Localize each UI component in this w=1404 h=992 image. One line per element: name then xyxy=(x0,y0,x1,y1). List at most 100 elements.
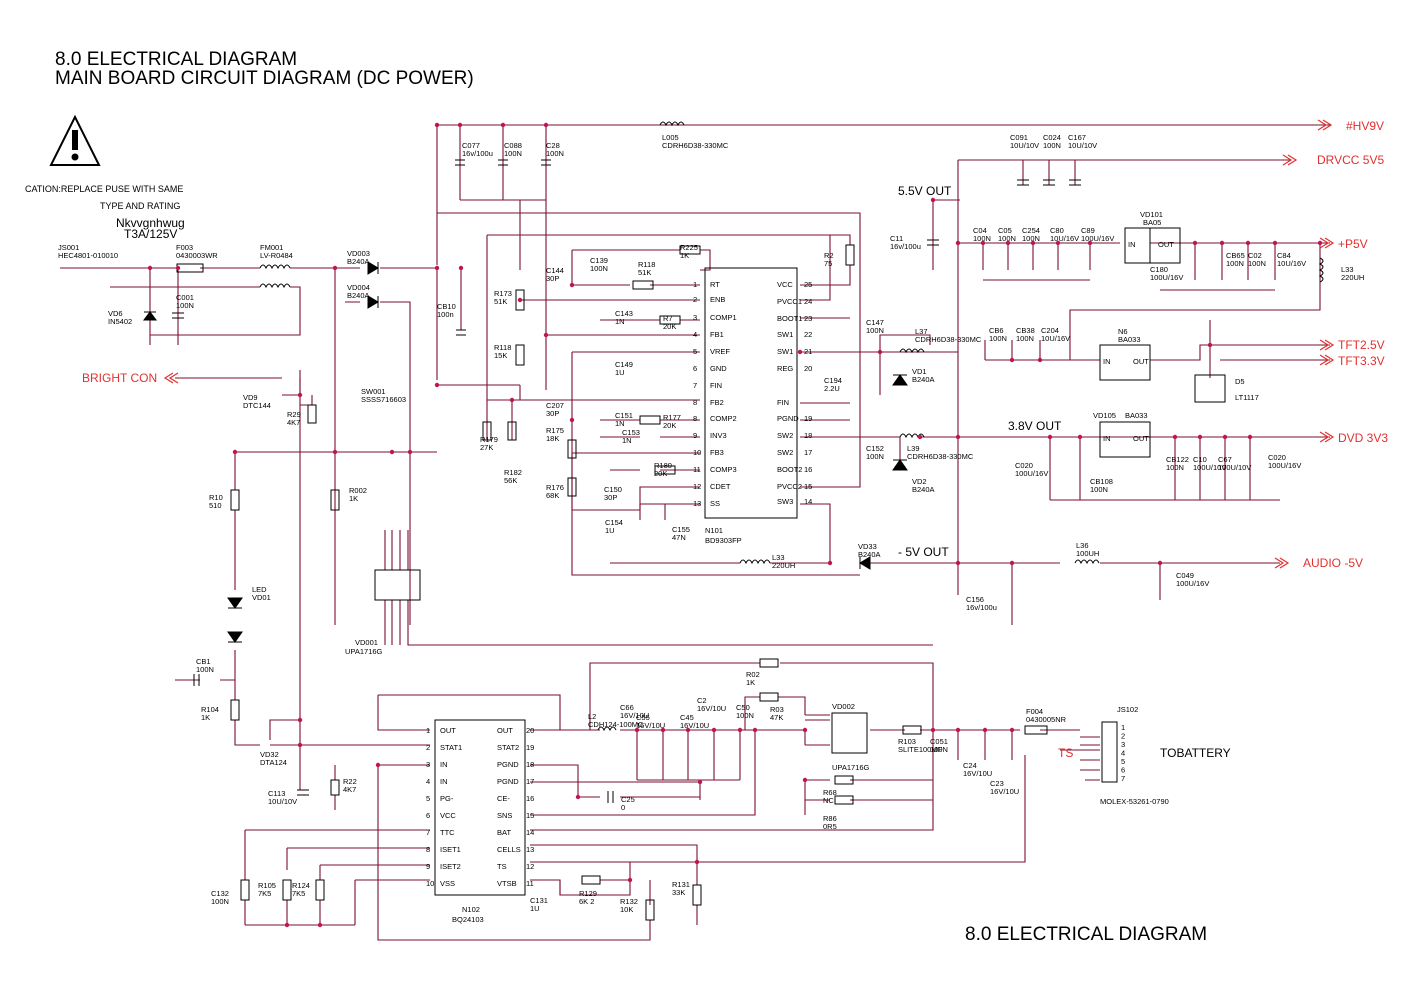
component-value: 100U/10V xyxy=(1218,463,1251,472)
component-value: 100N xyxy=(989,334,1007,343)
component-value: 15K xyxy=(494,351,507,360)
n101-pin-name: CDET xyxy=(710,482,731,491)
caution-line2: TYPE AND RATING xyxy=(100,201,180,211)
n102-pin-num: 15 xyxy=(526,811,534,820)
n102-pin-name: PG- xyxy=(440,794,454,803)
n101-pin-num: 8 xyxy=(693,398,697,407)
component-value: 20K xyxy=(663,421,676,430)
component-ref: C167 xyxy=(1068,133,1086,142)
n102-pin-num: 8 xyxy=(426,845,430,854)
component-ref: R177 xyxy=(663,413,681,422)
component-ref: C02 xyxy=(1248,251,1262,260)
n101-pin-name: SW3 xyxy=(777,497,793,506)
junction-dot xyxy=(752,727,758,733)
vd001-ref: VD001 xyxy=(355,638,378,647)
js102-pin-num: 7 xyxy=(1121,774,1125,783)
caution-line3: Nkvvgnhwug xyxy=(116,216,185,230)
n101-pin-num: 14 xyxy=(804,497,812,506)
component-value: 1N xyxy=(615,317,625,326)
component-ref: L39 xyxy=(907,444,920,453)
n101-pin-name: BOOT2 xyxy=(777,465,802,474)
component-ref: C020 xyxy=(1268,453,1286,462)
component-ref: L33 xyxy=(1341,265,1354,274)
junction-dot xyxy=(955,727,961,733)
component-ref: C132 xyxy=(211,889,229,898)
component-value: 1K xyxy=(201,713,210,722)
n101-pin-num: 25 xyxy=(804,280,812,289)
component-ref: L005 xyxy=(662,133,679,142)
n102-pin-name: SNS xyxy=(497,811,512,820)
n6-in: IN xyxy=(1103,357,1111,366)
component-value: CDRH6D38-330MC xyxy=(907,452,974,461)
n101-pin-name: SW1 xyxy=(777,347,793,356)
junction-dot xyxy=(232,449,238,455)
component-value: 6K 2 xyxy=(579,897,594,906)
component-value: 16v/100u xyxy=(890,242,921,251)
component-value: 10U/16V xyxy=(1041,334,1070,343)
junction-dot xyxy=(660,727,666,733)
component-value: 100U/16V xyxy=(1176,579,1209,588)
component-value: 100N xyxy=(504,149,522,158)
n102-pin-num: 19 xyxy=(526,743,534,752)
junction-dot xyxy=(1207,342,1213,348)
component-value: 1K xyxy=(680,251,689,260)
n102-pin-name: PGND xyxy=(497,777,519,786)
component-value: 33K xyxy=(672,888,685,897)
component-value: 30P xyxy=(604,493,617,502)
component-value: CDH124-100MC xyxy=(588,720,644,729)
n101-pin-num: 5 xyxy=(693,347,697,356)
component-value: 1N xyxy=(615,419,625,428)
component-ref: C024 xyxy=(1043,133,1061,142)
component-value: 16V/10U xyxy=(697,704,726,713)
junction-dot xyxy=(955,240,961,246)
n102-pin-num: 11 xyxy=(526,879,534,888)
junction-dot xyxy=(930,197,936,203)
junction-dot xyxy=(317,922,323,928)
component-ref: R118 xyxy=(638,260,655,269)
junction-dot xyxy=(980,240,986,246)
component-ref: FM001 xyxy=(260,243,283,252)
component-ref: C67 xyxy=(1218,455,1232,464)
n102-pin-name: ISET2 xyxy=(440,862,461,871)
vd101-ref: VD101 xyxy=(1140,210,1163,219)
component-ref: C25 xyxy=(621,795,635,804)
component-value: 100N xyxy=(736,711,754,720)
rail-tft25: TFT2.5V xyxy=(1338,338,1385,352)
component-ref: R180 xyxy=(654,461,672,470)
junction-dot xyxy=(375,762,381,768)
n101-pin-name: ENB xyxy=(710,295,725,304)
n101-pin-num: 17 xyxy=(804,448,812,457)
component-value: 51K xyxy=(638,268,651,277)
component-value: 47K xyxy=(770,713,783,722)
component-ref: C50 xyxy=(736,703,750,712)
n101-pin-name: FIN xyxy=(777,398,789,407)
junction-dot xyxy=(332,265,338,271)
component-ref: R124 xyxy=(292,881,310,890)
component-ref: R10 xyxy=(209,493,223,502)
n102-pin-num: 14 xyxy=(526,828,534,837)
n102-ref: N102 xyxy=(462,905,480,914)
component-value: 1U xyxy=(615,368,625,377)
component-ref: R29 xyxy=(287,410,301,419)
component-value: 27K xyxy=(480,443,493,452)
junction-dot xyxy=(1009,727,1015,733)
n102-pin-name: OUT xyxy=(440,726,456,735)
n101-pin-num: 7 xyxy=(693,381,697,390)
component-value: 100N xyxy=(1022,234,1040,243)
junction-dot xyxy=(332,449,338,455)
component-value: 16v/100u xyxy=(966,603,997,612)
component-value: 18K xyxy=(546,434,559,443)
junction-dot xyxy=(1245,240,1251,246)
junction-dot xyxy=(500,122,506,128)
component-value: 100U/16V xyxy=(1150,273,1183,282)
n101-pin-name: COMP2 xyxy=(710,414,737,423)
ic-outlines xyxy=(374,227,1226,896)
junction-dot xyxy=(297,742,303,748)
rail-audio: AUDIO -5V xyxy=(1303,556,1363,570)
n102-pin-name: TTC xyxy=(440,828,455,837)
component-value: 100N xyxy=(1248,259,1266,268)
n101-part: BD9303FP xyxy=(705,536,742,545)
component-ref: C149 xyxy=(615,360,633,369)
component-ref: C155 xyxy=(672,525,690,534)
